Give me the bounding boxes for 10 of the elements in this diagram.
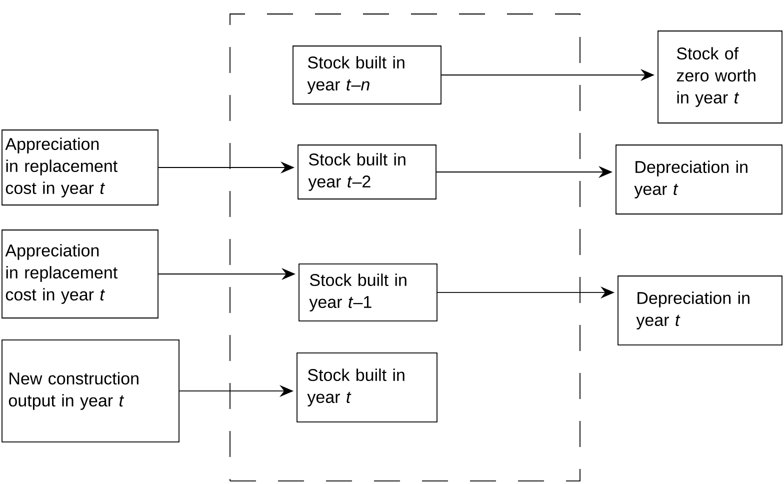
text-box: Stock built in year t–2 xyxy=(298,144,436,200)
text-box: Stock built in year t–1 xyxy=(298,264,438,322)
text-box: Stock built in year t xyxy=(296,352,438,422)
text-box: Depreciation in year t xyxy=(616,144,782,214)
text-box: Appreciation in replacement cost in year t xyxy=(2,230,158,318)
text-box: Appreciation in replacement cost in year t xyxy=(2,130,158,206)
text-box: New construction output in year t xyxy=(2,340,180,442)
text-box: Stock built in year t–n xyxy=(292,46,442,104)
text-box: Depreciation in year t xyxy=(618,276,782,346)
text-box: Stock of zero worth in year t xyxy=(658,30,782,124)
